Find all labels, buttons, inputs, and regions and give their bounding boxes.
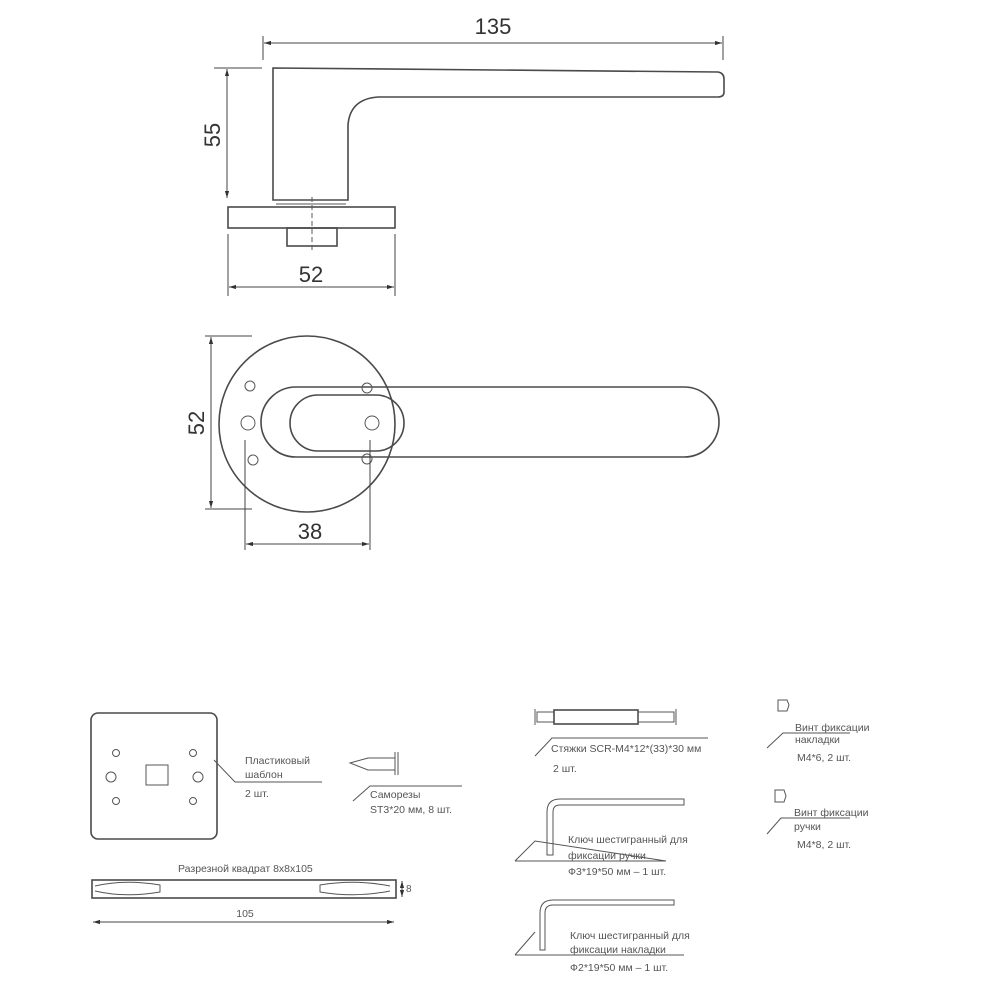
dim-52-side-label: 52 [299, 262, 323, 287]
dimension-hole-spacing-38: 38 [244, 440, 371, 550]
dim-55-label: 55 [200, 123, 225, 147]
top-view-handle [218, 335, 720, 513]
plastic-template: Пластиковый шаблон 2 шт. [90, 712, 322, 840]
rose-set-screw: Винт фиксации накладки M4*6, 2 шт. [766, 699, 870, 764]
handle-screw-label-1: Винт фиксации [794, 807, 869, 819]
screws-label: Саморезы [370, 789, 420, 801]
hex-key-rose-label-1: Ключ шестигранный для [570, 930, 690, 942]
dim-38-label: 38 [298, 519, 322, 544]
spindle-thickness: 8 [406, 884, 412, 895]
template-label-2: шаблон [245, 769, 283, 781]
rose-screw-label-1: Винт фиксации [795, 722, 870, 734]
dim-135-label: 135 [475, 14, 512, 39]
ties-label: Стяжки SCR-M4*12*(33)*30 мм [551, 743, 701, 755]
screws-spec: ST3*20 мм, 8 шт. [370, 804, 452, 816]
dimension-rose-width-52: 52 [227, 234, 396, 296]
hex-key-handle-label-1: Ключ шестигранный для [568, 834, 688, 846]
dimension-rose-diameter-52: 52 [184, 335, 252, 510]
hex-key-handle-spec: Ф3*19*50 мм – 1 шт. [568, 866, 666, 878]
split-spindle: Разрезной квадрат 8х8х105 8 105 [91, 863, 412, 925]
dim-52-top-label: 52 [184, 411, 209, 435]
ties-qty: 2 шт. [553, 763, 577, 775]
dimension-length-135: 135 [262, 14, 724, 60]
connecting-ties: Стяжки SCR-M4*12*(33)*30 мм 2 шт. [534, 709, 708, 775]
side-view-handle [227, 67, 725, 252]
hex-key-handle: Ключ шестигранный для фиксации ручки Ф3*… [514, 798, 688, 878]
hex-key-rose-label-2: фиксации накладки [570, 944, 666, 956]
template-label-1: Пластиковый [245, 755, 310, 767]
hex-key-handle-label-2: фиксации ручки [568, 850, 646, 862]
handle-screw-spec: M4*8, 2 шт. [797, 839, 851, 851]
dimension-height-55: 55 [200, 67, 262, 198]
spindle-length: 105 [236, 908, 254, 920]
handle-screw-label-2: ручки [794, 821, 821, 833]
template-qty: 2 шт. [245, 788, 269, 800]
rose-screw-spec: M4*6, 2 шт. [797, 752, 851, 764]
handle-set-screw: Винт фиксации ручки M4*8, 2 шт. [766, 789, 869, 851]
hex-key-rose-spec: Ф2*19*50 мм – 1 шт. [570, 962, 668, 974]
wood-screw: Саморезы ST3*20 мм, 8 шт. [348, 752, 462, 816]
hex-key-rose: Ключ шестигранный для фиксации накладки … [514, 899, 690, 974]
spindle-label: Разрезной квадрат 8х8х105 [178, 863, 313, 875]
rose-screw-label-2: накладки [795, 734, 840, 746]
